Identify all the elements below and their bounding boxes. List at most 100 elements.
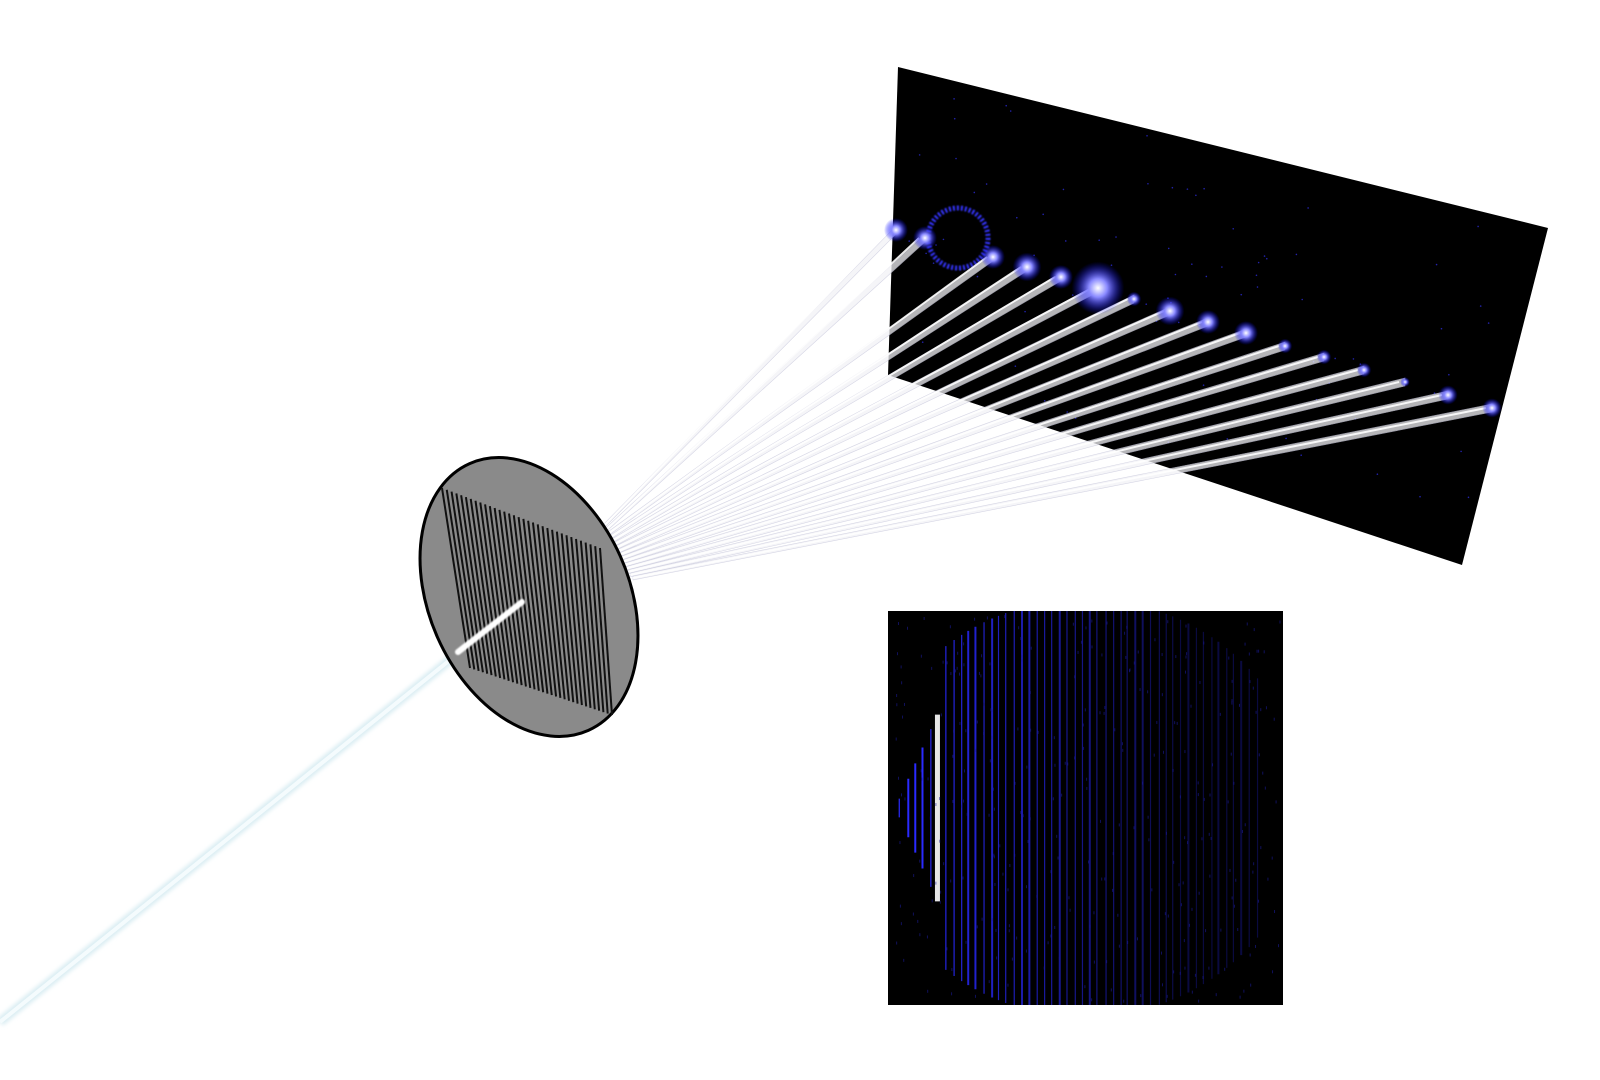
noise-speck	[925, 252, 927, 255]
fringe-noise	[1122, 748, 1124, 752]
fringe-noise	[1253, 628, 1255, 632]
beam-core	[612, 298, 1129, 551]
fringe-noise	[1273, 717, 1275, 721]
fringe-noise	[1053, 736, 1055, 740]
fringe-noise	[1027, 839, 1029, 843]
fringe-noise	[1264, 786, 1266, 790]
fringe-noise	[919, 933, 921, 937]
noise-speck	[1307, 207, 1309, 209]
fringe-noise	[1017, 727, 1019, 731]
noise-speck	[1257, 261, 1260, 264]
fringe-noise	[1231, 701, 1233, 705]
diffraction-spot	[981, 245, 1005, 269]
fringe-noise	[1093, 960, 1095, 964]
fringe-noise	[896, 941, 898, 945]
fringe-noise	[996, 956, 998, 960]
noise-speck	[1460, 450, 1462, 453]
fringe-noise	[1184, 966, 1186, 970]
noise-speck	[1232, 227, 1235, 230]
fringe-noise	[1199, 680, 1201, 684]
fringe-noise	[943, 862, 945, 866]
fringe-noise	[1190, 704, 1192, 708]
fringe-noise	[1147, 690, 1149, 694]
fringe-noise	[952, 799, 954, 803]
fringe-noise	[1186, 652, 1188, 656]
fringe-noise	[1209, 793, 1211, 797]
fringe-noise	[923, 616, 925, 620]
fringe-noise	[1064, 761, 1066, 765]
noise-speck	[1009, 110, 1012, 112]
noise-speck	[1202, 384, 1205, 386]
noise-speck	[955, 157, 957, 160]
fringe-noise	[896, 703, 898, 707]
fringe-noise	[896, 652, 898, 656]
fringe-noise	[1249, 680, 1251, 684]
fringe-noise	[1179, 795, 1181, 799]
noise-speck	[1256, 286, 1259, 288]
fringe-noise	[1180, 903, 1182, 907]
fringe-noise	[1231, 896, 1233, 900]
fringe-noise	[965, 729, 967, 733]
fringe-noise	[1014, 853, 1016, 857]
grating-ruling	[464, 496, 493, 676]
noise-speck	[1042, 213, 1044, 216]
fringe-noise	[1054, 926, 1056, 930]
fringe-noise	[990, 708, 992, 712]
beam-core	[599, 229, 891, 531]
fringe-noise	[1056, 834, 1058, 838]
grating-ruling	[551, 529, 570, 701]
noise-speck	[1419, 495, 1421, 498]
noise-speck	[1221, 266, 1223, 268]
incident-beam	[0, 598, 525, 1026]
fringe-noise	[951, 992, 953, 996]
grating-ruling	[484, 504, 510, 681]
fringe-noise	[1184, 670, 1186, 674]
fringe-noise	[1184, 750, 1186, 754]
noise-speck	[1005, 104, 1008, 107]
fringe-noise	[1258, 753, 1260, 757]
fringe-noise	[1018, 626, 1020, 630]
noise-speck	[1300, 454, 1302, 457]
beam-core	[632, 407, 1487, 579]
fringe-noise	[1263, 650, 1265, 654]
fringe-noise	[1231, 679, 1233, 683]
beam-core	[614, 310, 1165, 554]
fringe-noise	[1174, 721, 1176, 725]
grating-ruling	[589, 544, 605, 713]
fringe-noise	[981, 654, 983, 658]
fringe-noise	[993, 855, 995, 859]
fringe-noise	[1197, 793, 1199, 797]
fringe-noise	[927, 777, 929, 781]
diffraction-spot	[1356, 362, 1372, 378]
grating-ruling	[503, 511, 527, 687]
noise-speck	[1174, 273, 1177, 276]
grating-ruling	[570, 537, 588, 707]
fringe-noise	[949, 625, 951, 629]
grating-ruling	[546, 527, 566, 700]
noise-speck	[976, 275, 979, 278]
grating-ruling	[527, 520, 549, 694]
fringe-noise	[1091, 998, 1093, 1002]
noise-speck	[1064, 240, 1067, 242]
fringe-noise	[1212, 763, 1214, 767]
beam-core	[610, 287, 1093, 547]
fringe-noise	[986, 616, 988, 620]
noise-speck	[953, 98, 955, 100]
fringe-noise	[1133, 826, 1135, 830]
noise-speck	[1014, 365, 1017, 367]
grating-ruling	[555, 531, 575, 703]
fringe-noise	[1255, 710, 1257, 714]
fringe-noise	[1244, 642, 1246, 646]
noise-speck	[1448, 373, 1450, 376]
noise-speck	[1433, 392, 1436, 394]
fringe-noise	[913, 874, 915, 878]
fringe-noise	[1118, 823, 1120, 827]
fringe-noise	[1068, 896, 1070, 900]
noise-speck	[1479, 305, 1482, 307]
fringe-noise	[1246, 622, 1248, 626]
fringe-noise	[966, 812, 968, 816]
fringe-noise	[1021, 658, 1023, 662]
fringe-noise	[1167, 914, 1169, 918]
fringe-noise	[1201, 837, 1203, 841]
fringe-noise	[1215, 993, 1217, 997]
